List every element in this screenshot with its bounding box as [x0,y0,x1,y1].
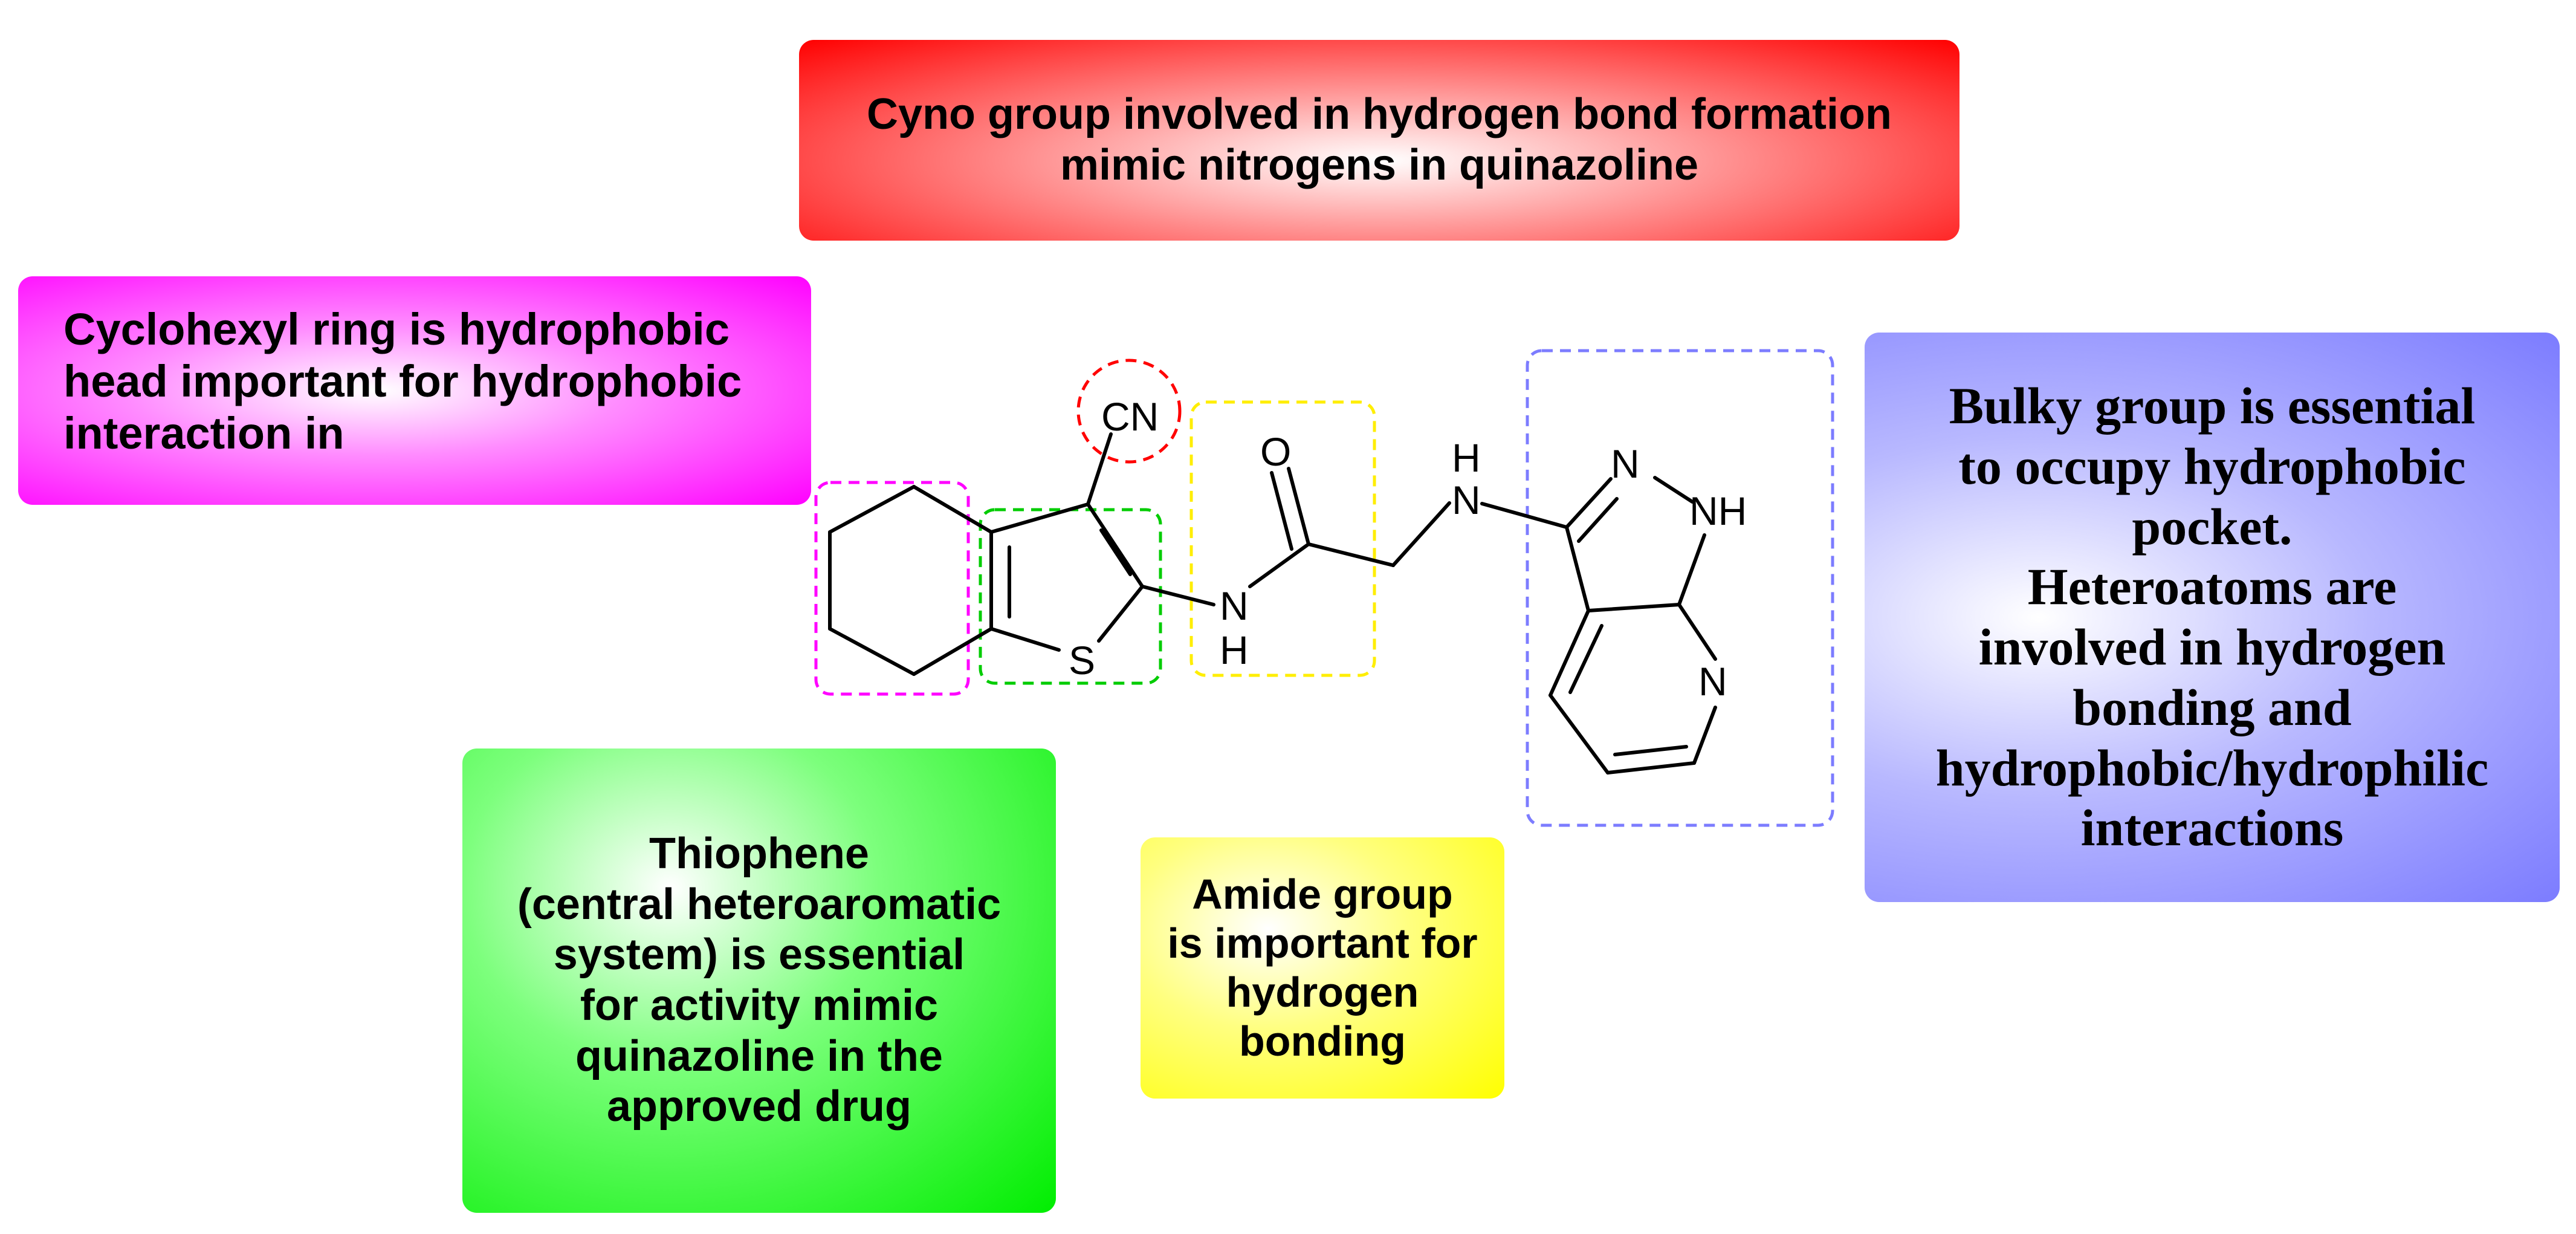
bond [1480,502,1568,529]
pyrazole-nitrogen-label: N [1611,441,1640,486]
amide-hydrogen-label: H [1220,628,1249,672]
bond [1141,585,1215,606]
bond [1099,528,1132,576]
bond [1086,432,1113,506]
bond [1677,603,1717,661]
bond [1307,542,1395,567]
bond [1653,476,1694,504]
amide-nitrogen-label: N [1220,583,1249,628]
cyclohexyl-callout: Cyclohexyl ring is hydrophobic head impo… [18,276,811,505]
bond [1086,502,1144,588]
bond [828,627,916,676]
bond [1549,609,1590,697]
bond [828,485,916,534]
bulky-group-callout: Bulky group is essential to occupy hydro… [1865,333,2560,902]
bond [1287,467,1310,546]
bond [912,485,993,534]
bond [1587,603,1681,612]
thiophene-callout: Thiophene (central heteroaromatic system… [462,749,1056,1213]
bond [1677,533,1706,606]
bond [1613,745,1688,756]
amide-callout: Amide group is important for hydrogen bo… [1141,837,1504,1099]
cyano-label: CN [1101,394,1159,439]
pyrazole-nh-label: NH [1689,489,1747,533]
amine-nitrogen-label: N [1452,478,1481,522]
pyridine-nitrogen-label: N [1698,659,1727,704]
bond [1248,542,1310,588]
cyclohexyl-callout-text: Cyclohexyl ring is hydrophobic head impo… [63,304,742,458]
cyano-highlight [1076,359,1182,464]
bond [1606,761,1696,774]
bond [1549,693,1610,774]
thiophene-callout-text: Thiophene (central heteroaromatic system… [517,830,1002,1131]
cyano-callout: Cyno group involved in hydrogen bond for… [799,40,1960,241]
bond [1391,501,1451,567]
amide-callout-text: Amide group is important for hydrogen bo… [1167,870,1478,1065]
amine-hydrogen-label: H [1452,435,1481,480]
cyclohexyl-highlight [814,481,970,696]
thiophene-sulfur-label: S [1069,638,1095,683]
bond [1692,706,1717,765]
bulky-group-callout-text: Bulky group is essential to occupy hydro… [1935,377,2489,857]
bond [1565,525,1590,612]
bond [1577,497,1619,543]
bond [989,627,1061,652]
bond [989,502,1090,534]
bond [1270,471,1293,551]
cyano-callout-text: Cyno group involved in hydrogen bond for… [867,90,1892,189]
amide-highlight [1189,400,1376,677]
bond [912,627,993,676]
bulky-group-highlight [1526,349,1834,827]
carbonyl-oxygen-label: O [1260,429,1291,474]
bond [1565,477,1613,529]
bond [1097,585,1144,643]
bond [1568,624,1604,694]
